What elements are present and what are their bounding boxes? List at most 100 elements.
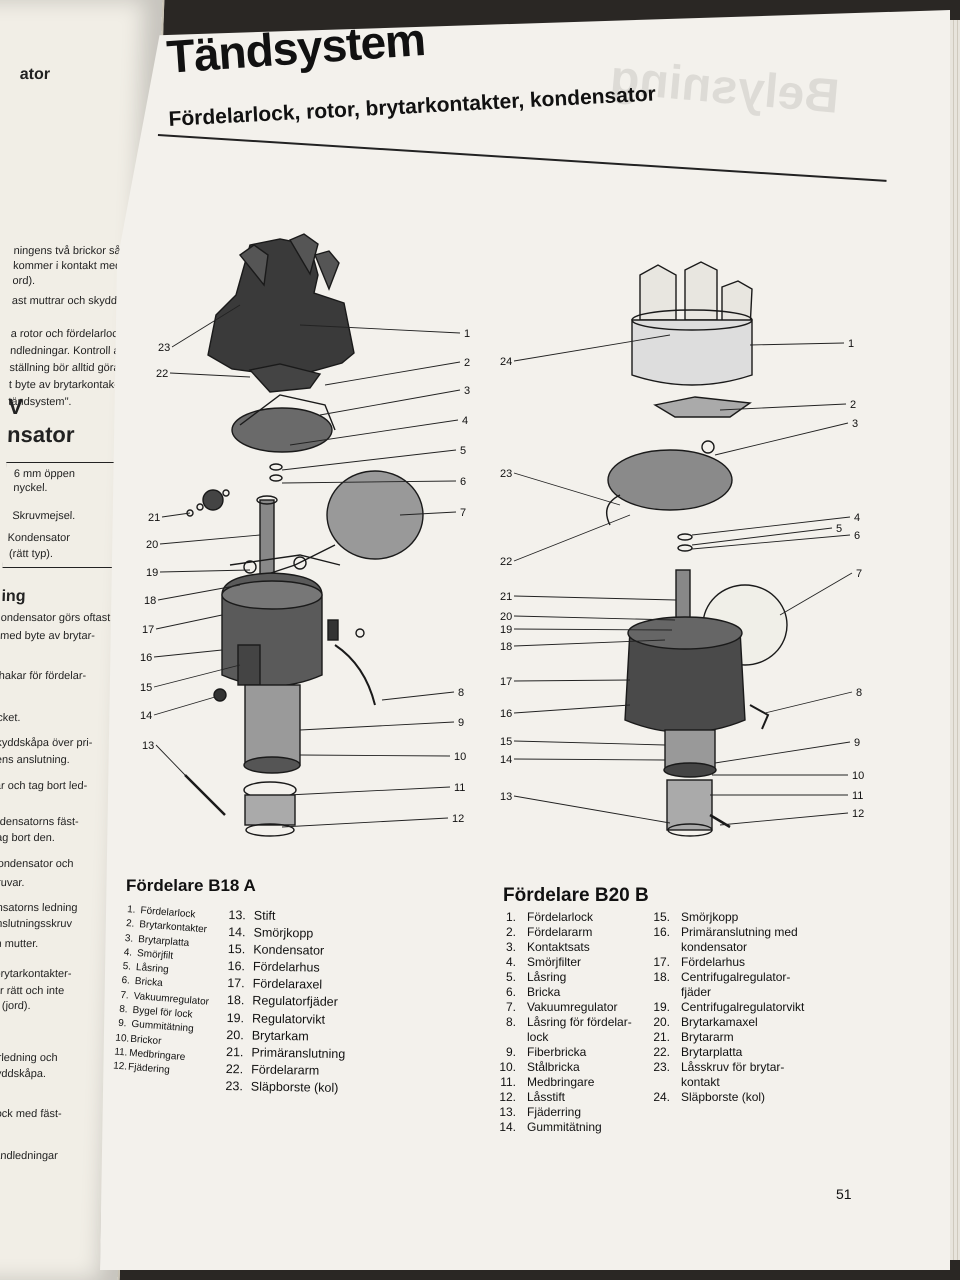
legend-item-number: 5. (505, 970, 516, 984)
b18a-leader-line (319, 389, 461, 416)
b20b-part-label: 6 (854, 530, 860, 542)
legend-item-number: 14. (499, 1120, 516, 1134)
legend-item-text: Stålbricka (527, 1060, 580, 1074)
legend-item-number: 12. (499, 1090, 516, 1104)
b18a-part-label: 21 (148, 512, 160, 524)
left-page-fragment: kommer i kontakt med (12, 260, 122, 272)
b18a-leader-line (169, 372, 251, 378)
left-page-fragment: ndensatorns fäst- (0, 816, 79, 828)
legend-item-text: Primäranslutning (251, 1045, 346, 1061)
legend-item-number: 18. (226, 993, 245, 1008)
b18a-part-label: 1 (464, 328, 470, 340)
legend-item: 12.Låsstift (498, 1090, 648, 1105)
legend-item: 15. Kondensator (225, 941, 347, 960)
legend-item-number: 4. (123, 946, 133, 959)
b20b-leader-line (513, 334, 671, 362)
b18a-part-label: 12 (452, 813, 464, 825)
left-page-fragment: ing (1, 588, 26, 605)
legend-item-number: 8. (505, 1015, 516, 1029)
b18a-leader-line (159, 569, 251, 573)
b20b-leader-line (719, 403, 847, 411)
b18a-part-label: 18 (144, 595, 156, 607)
b18a-leader-line (281, 449, 457, 471)
legend-item-number: 10. (499, 1060, 516, 1074)
left-page-fragment: t byte av brytarkontak- (8, 379, 118, 391)
legend-item-text: Medbringare (527, 1075, 595, 1089)
left-page-fragment: a rotor och fördelarlock (10, 328, 124, 340)
legend-item: 13.Fjäderring (498, 1105, 648, 1120)
b20b-leader-line (764, 691, 853, 714)
legend-item: 7.Vakuumregulator (498, 1000, 648, 1015)
legend-item-number: 24. (653, 1090, 670, 1104)
legend-item-number: 21. (225, 1044, 244, 1060)
b20b-part-label: 5 (836, 523, 842, 535)
b20b-leader-line (691, 534, 851, 550)
left-page-fragment: tag bort den. (0, 832, 56, 844)
b18a-leader-line (153, 649, 223, 658)
left-page-fragment: kyddskåpa över pri- (0, 737, 93, 749)
left-page-fragment: ds (jord). (0, 1000, 31, 1012)
b18a-part-label: 9 (458, 717, 464, 729)
legend-item-number: 11. (500, 1075, 516, 1089)
b20b-leader-line (513, 595, 677, 601)
b18a-part-label: 10 (454, 751, 466, 763)
b18a-part-label: 16 (140, 652, 152, 664)
b18a-leader-line (399, 511, 457, 516)
legend-item: 6.Bricka (498, 985, 648, 1000)
b18a-leader-line (299, 324, 461, 334)
legend-item: 16.Primäranslutning med kondensator (652, 925, 802, 955)
b20b-part-label: 21 (500, 591, 512, 603)
legend-item-number: 2. (125, 918, 135, 931)
b18a-leader-line (153, 664, 241, 688)
legend-item-text: Fiberbricka (527, 1045, 587, 1059)
distributor-b20b-drawing (606, 261, 788, 837)
legend-item-number: 23. (653, 1060, 670, 1074)
b18a-part-label: 13 (142, 740, 154, 752)
legend-item: 2.Fördelararm (498, 925, 648, 940)
legend-b20b-title: Fördelare B20 B (503, 885, 649, 906)
legend-item: 17.Fördelaraxel (225, 975, 347, 994)
left-page-fragment: ndledningar. Kontroll av (9, 345, 126, 357)
legend-item-text: Smörjkopp (681, 910, 739, 924)
left-page-fragment: ar och tag bort led- (0, 780, 88, 792)
legend-item: 18.Centrifugalregulator-fjäder (652, 970, 802, 1000)
b20b-part-label: 17 (500, 676, 512, 688)
b18a-part-label: 8 (458, 687, 464, 699)
legend-item-text: Släpborste (kol) (681, 1090, 766, 1104)
left-page-fragment: V (7, 394, 24, 419)
legend-item-number: 17. (653, 955, 670, 969)
legend-item: 19.Centrifugalregulatorvikt (652, 1000, 804, 1015)
b20b-leader-line (513, 628, 673, 631)
b20b-leader-line (719, 812, 849, 826)
legend-item: 24. Släpborste (kol) (652, 1090, 802, 1105)
legend-item-number: 22. (653, 1045, 670, 1059)
legend-item-number: 15. (227, 942, 246, 957)
left-page-fragment: tter rätt och inte (0, 985, 65, 997)
legend-item: 21.Brytararm (652, 1030, 802, 1045)
legend-item-number: 15. (653, 910, 670, 924)
legend-item-text: Brytarkamaxel (681, 1015, 758, 1029)
left-page-fragment: cket. (0, 712, 21, 724)
legend-item-text: Låsring för fördelar-lock (527, 1015, 632, 1044)
b20b-leader-line (779, 572, 853, 616)
left-page-fragment: närledning och (0, 1052, 58, 1064)
legend-item-text: Bricka (527, 985, 561, 999)
b20b-part-label: 22 (500, 556, 512, 568)
legend-item-text: Smörjkopp (253, 925, 314, 941)
legend-item-number: 14. (228, 925, 246, 940)
b18a-leader-line (299, 754, 451, 757)
b20b-leader-line (513, 758, 666, 761)
legend-item-text: Brytarplatta (681, 1045, 743, 1059)
legend-item: 19.Regulatorvikt (224, 1010, 346, 1029)
left-page-fragment: ensatorns ledning (0, 902, 78, 914)
legend-item-text: Fördelararm (527, 925, 593, 939)
legend-item-text: Kondensator (253, 942, 325, 958)
legend-item: 20.Brytarkam (224, 1027, 346, 1046)
b20b-part-label: 7 (856, 568, 862, 580)
legend-item-number: 13. (228, 908, 246, 923)
left-page-fragment: ställning bör alltid göras (9, 362, 126, 374)
legend-item: 10. Stålbricka (498, 1060, 648, 1075)
b20b-part-label: 20 (500, 611, 512, 623)
b20b-leader-line (714, 422, 849, 456)
